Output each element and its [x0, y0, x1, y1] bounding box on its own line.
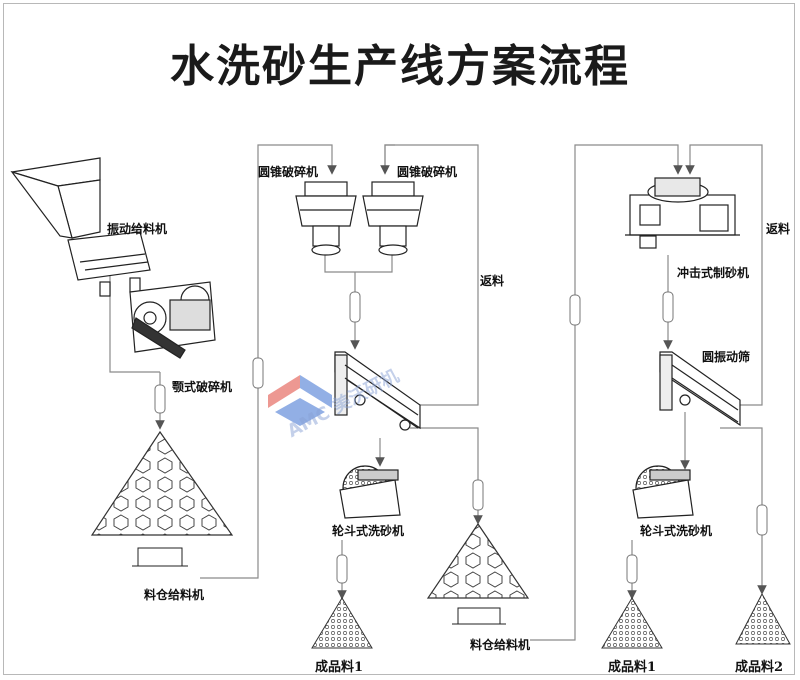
label-silo-feeder-2: 料仓给料机 — [470, 638, 531, 652]
label-product-1a: 成品料1 — [315, 660, 364, 675]
cone-crusher-machine-1 — [295, 181, 357, 256]
label-cone-crusher-2: 圆锥破碎机 — [397, 165, 458, 179]
label-product-1b: 成品料1 — [608, 660, 657, 675]
label-return-1: 返料 — [480, 274, 505, 288]
label-vibrating-feeder: 振动给料机 — [107, 222, 168, 236]
conveyor-markers — [154, 291, 768, 584]
circular-screen-machine — [659, 351, 741, 427]
label-bucket-washer-1: 轮斗式洗砂机 — [332, 524, 405, 538]
vibrating-screen-machine-1 — [334, 351, 421, 431]
bucket-washer-machine-1 — [339, 465, 401, 519]
diagram-title: 水洗砂生产线方案流程 — [170, 41, 630, 92]
jaw-crusher-machine — [129, 281, 216, 359]
label-impact-sand-maker: 冲击式制砂机 — [677, 266, 750, 280]
label-product-2: 成品料2 — [735, 660, 784, 675]
label-cone-crusher-1: 圆锥破碎机 — [258, 165, 319, 179]
impact-sand-maker-machine — [625, 177, 740, 249]
material-pile-middle — [426, 522, 530, 625]
label-circular-screen: 圆振动筛 — [702, 350, 751, 364]
product-pile-2 — [735, 592, 791, 645]
watermark-logo-icon — [268, 375, 332, 426]
flow-lines — [109, 144, 767, 641]
label-return-2: 返料 — [766, 222, 791, 236]
bucket-washer-machine-2 — [632, 465, 694, 519]
diagram-frame — [3, 3, 795, 675]
vibrating-feeder-machine — [10, 157, 151, 297]
label-jaw-crusher: 颚式破碎机 — [172, 380, 233, 394]
label-bucket-washer-2: 轮斗式洗砂机 — [640, 524, 713, 538]
material-pile-left — [90, 430, 234, 567]
cone-crusher-machine-2 — [362, 181, 424, 256]
product-pile-1b — [601, 597, 663, 649]
product-pile-1a — [311, 597, 373, 649]
label-silo-feeder-1: 料仓给料机 — [144, 588, 205, 602]
